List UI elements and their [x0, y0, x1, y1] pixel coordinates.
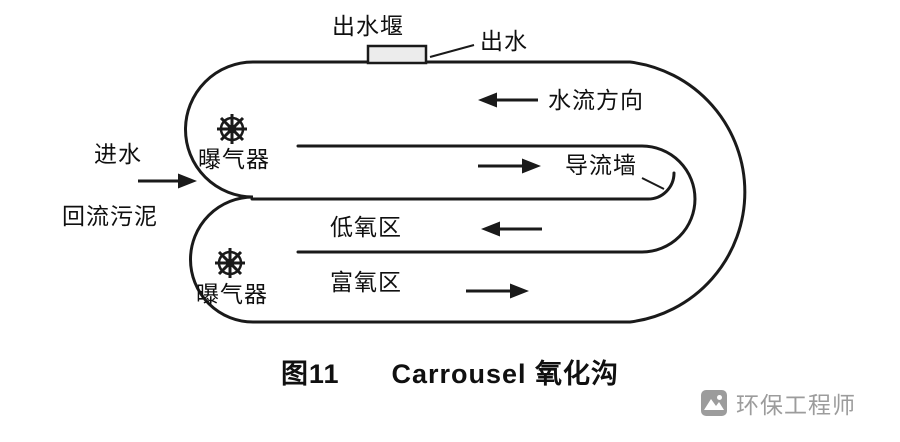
flow-arrow-right-mid [478, 158, 541, 174]
figure-title: Carrousel 氧化沟 [391, 359, 620, 389]
aerator-bottom-label: 曝气器 [196, 281, 268, 307]
guide-wall-pointer-line [641, 177, 665, 190]
influent-arrow [138, 173, 197, 189]
aerator-icon [215, 248, 245, 278]
flow-arrow-left-low-oxygen [481, 221, 542, 237]
effluent-pointer-line [429, 44, 475, 58]
effluent-weir [366, 44, 428, 65]
watermark: 环保工程师 [700, 386, 856, 420]
aerator-top-label: 曝气器 [198, 146, 270, 172]
flow-arrow-left-top [478, 92, 538, 108]
flow-direction-label: 水流方向 [548, 87, 644, 113]
figure-number: 图11 [280, 359, 340, 389]
effluent-weir-label: 出水堰 [332, 13, 404, 39]
effluent-label: 出水 [480, 28, 528, 54]
watermark-text: 环保工程师 [736, 392, 856, 418]
figure-caption: 图11 Carrousel 氧化沟 [0, 352, 900, 391]
low-oxygen-zone-label: 低氧区 [330, 214, 402, 240]
oxygen-rich-zone-label: 富氧区 [330, 269, 402, 295]
flow-arrow-right-oxygen-rich [466, 283, 529, 299]
guide-wall [250, 171, 676, 201]
aerator-icon [217, 114, 247, 144]
watermark-logo-icon [701, 390, 727, 416]
ditch-inner-wall [296, 144, 697, 254]
ditch-outer-wall [184, 60, 747, 324]
influent-label: 进水 [94, 141, 142, 167]
return-sludge-label: 回流污泥 [62, 203, 158, 229]
guide-wall-label: 导流墙 [565, 152, 637, 178]
